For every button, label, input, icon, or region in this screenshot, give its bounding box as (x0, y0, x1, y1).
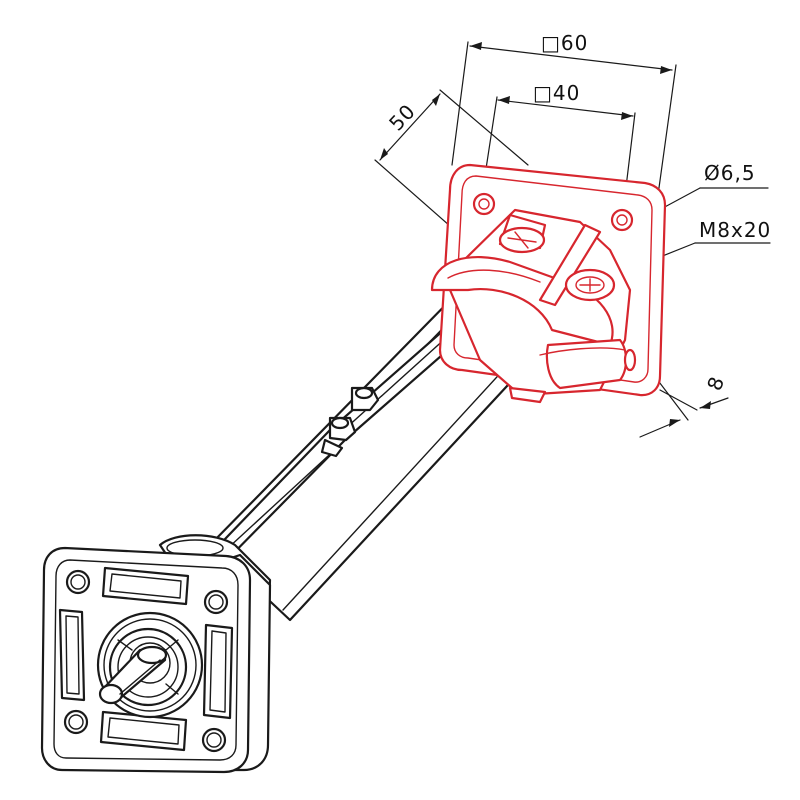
dimension-screw-size: M8x20 (699, 218, 771, 242)
dimension-thickness-8: 8 (702, 373, 729, 394)
dimension-hole-diameter: Ø6,5 (704, 161, 756, 185)
dimension-square-40: □40 (533, 81, 580, 105)
dimension-square-60: □60 (541, 31, 588, 55)
dimension-diagonal-50: 50 (384, 99, 420, 135)
base-mounting-plate (40, 534, 272, 774)
clamp-flange-highlighted (430, 163, 667, 404)
dimension-lines (374, 41, 771, 438)
